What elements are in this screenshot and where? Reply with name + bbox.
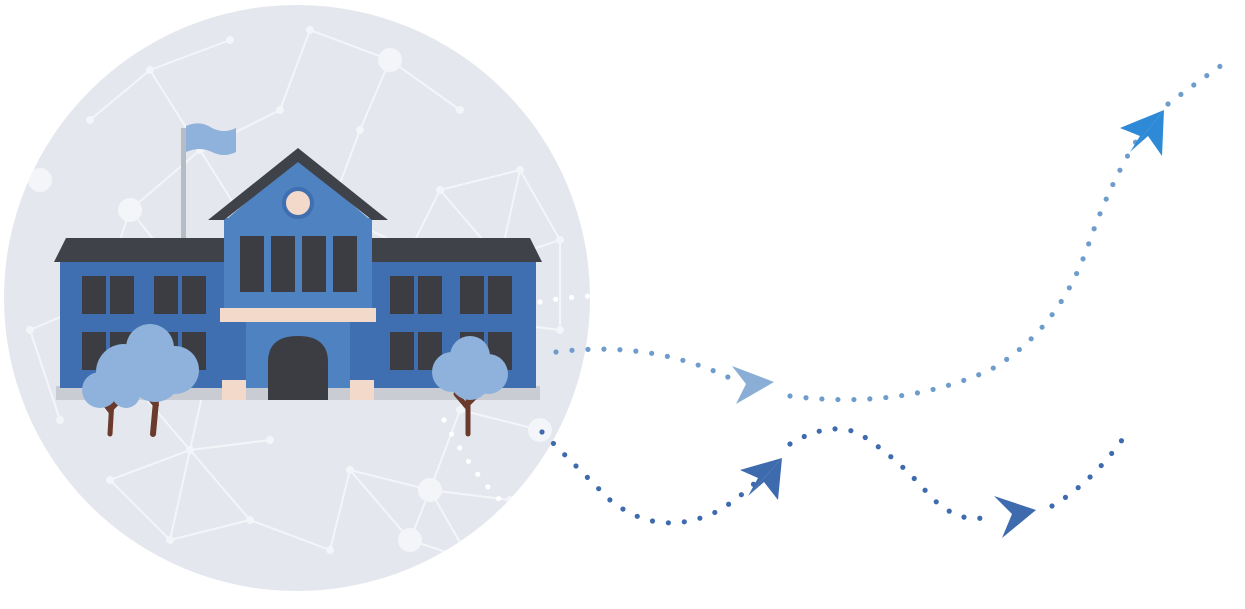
tree-icon xyxy=(432,336,508,437)
window xyxy=(488,276,512,314)
network-line xyxy=(519,169,561,241)
network-node xyxy=(528,418,552,442)
dotted-path xyxy=(787,117,1153,403)
left-roof xyxy=(54,238,228,262)
network-line xyxy=(439,169,521,191)
column-base-left xyxy=(222,380,246,400)
network-line xyxy=(459,409,541,431)
network-node xyxy=(346,466,354,474)
network-line xyxy=(329,469,351,551)
network-line xyxy=(89,69,151,121)
network-line xyxy=(29,329,61,421)
network-node xyxy=(456,106,464,114)
network-node xyxy=(436,186,444,194)
network-node xyxy=(266,436,274,444)
network-node xyxy=(56,416,64,424)
center-roof xyxy=(208,148,388,220)
window xyxy=(110,276,134,314)
dotted-path xyxy=(553,346,733,381)
window xyxy=(82,276,106,314)
window xyxy=(390,276,414,314)
network-line xyxy=(189,439,271,451)
network-node xyxy=(106,476,114,484)
network-line xyxy=(129,149,201,211)
network-node xyxy=(506,496,514,504)
dotted-path xyxy=(537,293,593,305)
network-line xyxy=(389,59,461,111)
right-roof xyxy=(368,238,542,262)
network-line xyxy=(169,519,251,541)
center-windows xyxy=(240,236,357,292)
network-line xyxy=(169,449,191,541)
network-line xyxy=(189,449,251,521)
entrance-door xyxy=(268,336,328,400)
network-node xyxy=(556,236,564,244)
tree-icon xyxy=(82,362,140,437)
network-node xyxy=(326,546,334,554)
network-line xyxy=(349,469,411,541)
network-node xyxy=(276,106,284,114)
dotted-path xyxy=(787,426,993,522)
network-node xyxy=(226,36,234,44)
network-line xyxy=(109,479,171,541)
network-line xyxy=(109,449,191,481)
dotted-path xyxy=(1049,437,1125,509)
network-line xyxy=(279,29,311,111)
network-node xyxy=(378,48,402,72)
network-node xyxy=(306,26,314,34)
network-node xyxy=(356,126,364,134)
column-base-right xyxy=(350,380,374,400)
network-node xyxy=(28,168,52,192)
network-node xyxy=(398,528,422,552)
network-node xyxy=(118,198,142,222)
network-node xyxy=(456,406,464,414)
network-node xyxy=(516,166,524,174)
network-node xyxy=(466,556,474,564)
chevron-arrow-icon xyxy=(740,458,782,500)
dotted-paths xyxy=(441,55,1235,526)
network-node xyxy=(86,116,94,124)
dotted-path xyxy=(539,429,763,526)
chevron-arrow-icon xyxy=(1120,110,1164,156)
network-node xyxy=(246,516,254,524)
network-node xyxy=(26,326,34,334)
chevron-arrow-icon xyxy=(732,366,774,404)
network-line xyxy=(149,39,231,71)
window xyxy=(182,276,206,314)
window xyxy=(154,276,178,314)
gable-clock xyxy=(282,187,314,219)
network-node xyxy=(556,326,564,334)
window xyxy=(390,332,414,370)
network-node xyxy=(146,66,154,74)
window xyxy=(460,276,484,314)
network-line xyxy=(429,409,461,491)
dotted-path xyxy=(1165,55,1235,107)
network-node xyxy=(166,536,174,544)
network-line xyxy=(359,59,391,131)
network-line xyxy=(349,469,431,491)
network-line xyxy=(309,29,391,61)
window xyxy=(418,276,442,314)
network-node xyxy=(186,446,194,454)
chevron-arrow-icon xyxy=(994,496,1036,538)
entrance-lintel xyxy=(220,308,376,322)
network-line xyxy=(249,519,331,551)
network-node xyxy=(418,478,442,502)
